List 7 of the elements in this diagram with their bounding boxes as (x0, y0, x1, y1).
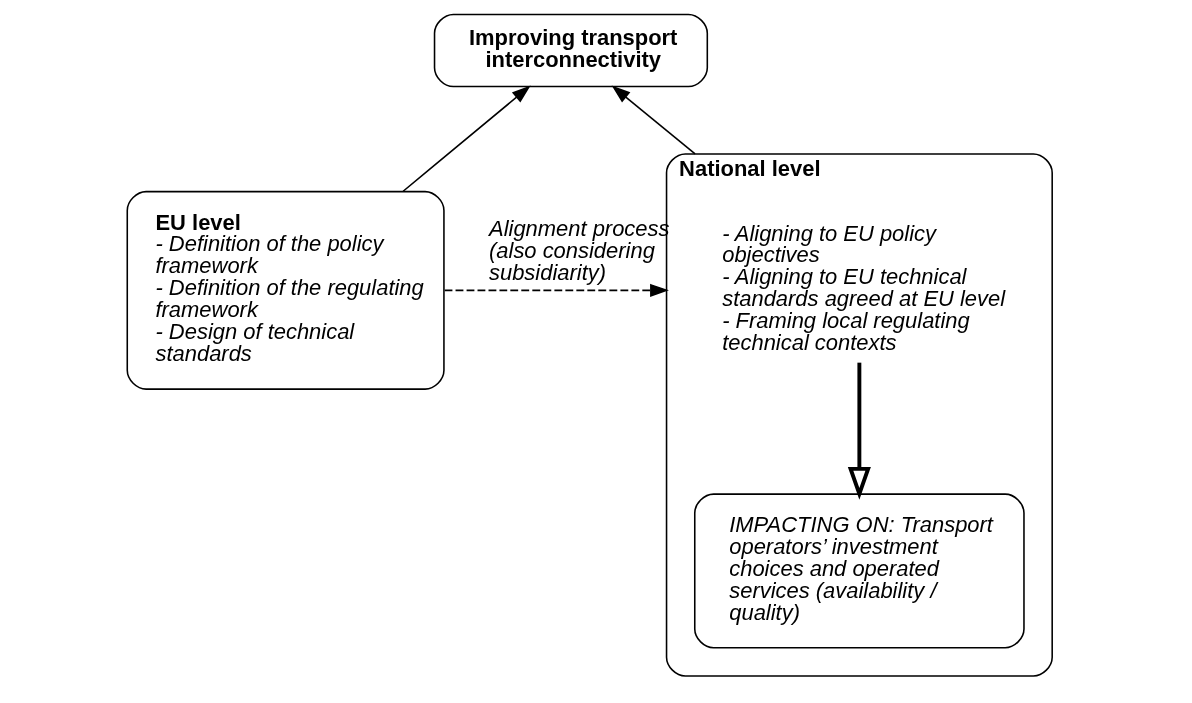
node-box: Improving transport interconnectivity (433, 13, 709, 88)
arrow (847, 362, 871, 500)
node-box: EU level - Definition of the policy framework - Definition of the regulating framework - Design of technical standards (126, 190, 445, 390)
arrow (611, 85, 696, 155)
arrow (402, 85, 531, 193)
arrow (443, 283, 669, 297)
node-box: IMPACTING ON: Transport operators’ investment choices and operated services (availability / quality) (693, 493, 1025, 649)
